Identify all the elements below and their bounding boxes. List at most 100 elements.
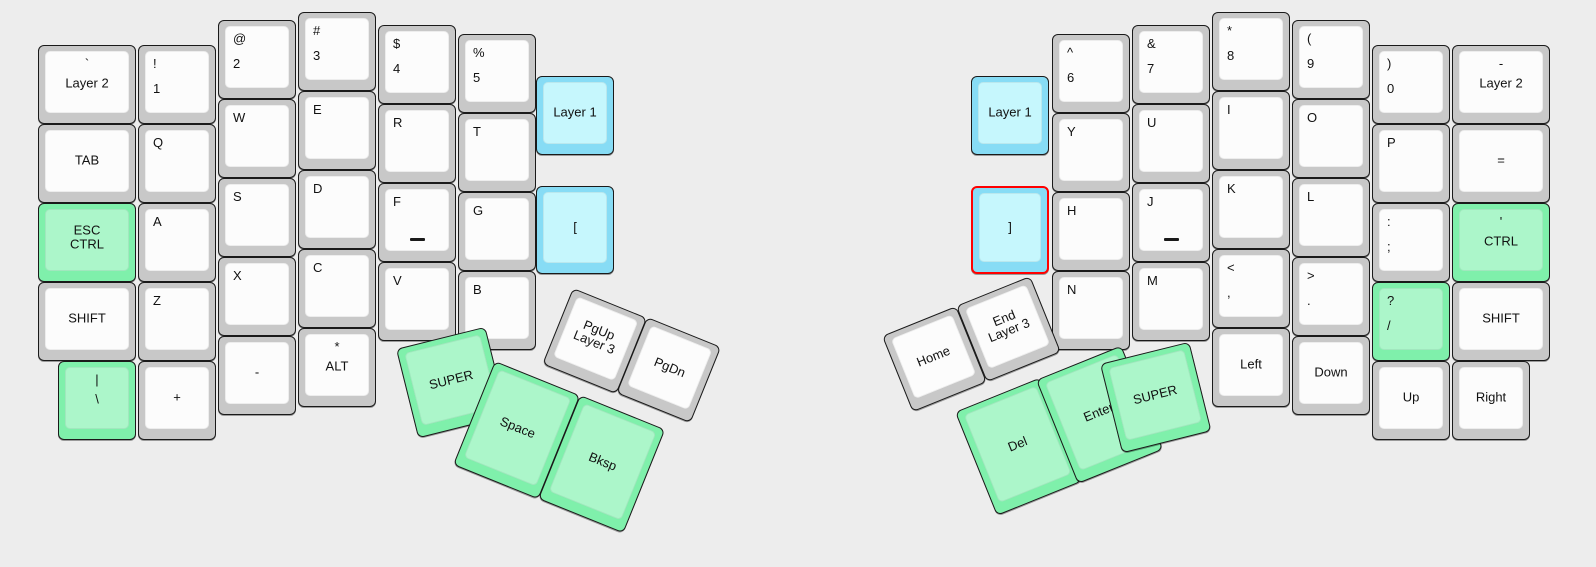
key-r-n[interactable]: N (1052, 271, 1130, 350)
keycap: 'CTRL (1459, 209, 1543, 271)
key-l-5[interactable]: %5 (458, 34, 536, 113)
key-l-lbracket[interactable]: [ (536, 186, 614, 274)
key-legend-main: SHIFT (68, 310, 106, 326)
key-r-period[interactable]: >. (1292, 257, 1370, 336)
key-legend-main: Right (1475, 389, 1507, 405)
key-r-right[interactable]: Right (1452, 361, 1530, 440)
key-l-layer2[interactable]: `Layer 2 (38, 45, 136, 124)
key-r-h[interactable]: H (1052, 192, 1130, 271)
key-r-8[interactable]: *8 (1212, 12, 1290, 91)
key-legend-main: N (1067, 282, 1077, 297)
key-legend-main: A (153, 214, 162, 229)
key-legend-main: 4 (393, 61, 401, 76)
key-r-ctrl[interactable]: 'CTRL (1452, 203, 1550, 282)
key-r-9[interactable]: (9 (1292, 20, 1370, 99)
key-legend-main: Del (1005, 432, 1030, 455)
key-legend-main: F (393, 194, 401, 209)
key-l-w[interactable]: W (218, 99, 296, 178)
key-l-shift[interactable]: SHIFT (38, 282, 136, 361)
key-l-g[interactable]: G (458, 192, 536, 271)
keycap: SHIFT (45, 288, 129, 350)
key-r-k[interactable]: K (1212, 170, 1290, 249)
keycap: K (1219, 176, 1283, 238)
key-l-z[interactable]: Z (138, 282, 216, 361)
key-legend-top: ) (1387, 56, 1392, 71)
keycap: P (1379, 130, 1443, 192)
keycap: F (385, 189, 449, 251)
keycap: Layer 1 (978, 82, 1042, 144)
key-r-layer2[interactable]: -Layer 2 (1452, 45, 1550, 124)
key-l-a[interactable]: A (138, 203, 216, 282)
key-r-0[interactable]: )0 (1372, 45, 1450, 124)
key-r-layer1[interactable]: Layer 1 (971, 76, 1049, 155)
key-legend-main: PgDn (652, 353, 688, 380)
key-l-3[interactable]: #3 (298, 12, 376, 91)
keycap: O (1299, 105, 1363, 167)
key-legend-main: = (1497, 152, 1505, 168)
key-r-slash[interactable]: ?/ (1372, 282, 1450, 361)
key-r-up[interactable]: Up (1372, 361, 1450, 440)
key-l-pipe[interactable]: |\ (58, 361, 136, 440)
key-l-x[interactable]: X (218, 257, 296, 336)
key-legend-main: - (254, 364, 260, 380)
key-r-shift[interactable]: SHIFT (1452, 282, 1550, 361)
key-legend-main: J (1147, 194, 1154, 209)
key-r-6[interactable]: ^6 (1052, 34, 1130, 113)
key-l-r[interactable]: R (378, 104, 456, 183)
keycap: C (305, 255, 369, 317)
key-l-e[interactable]: E (298, 91, 376, 170)
key-r-y[interactable]: Y (1052, 113, 1130, 192)
keycap: E (305, 97, 369, 159)
key-l-q[interactable]: Q (138, 124, 216, 203)
key-r-7[interactable]: &7 (1132, 25, 1210, 104)
key-legend-main: Layer 2 (1479, 75, 1523, 91)
key-l-alt[interactable]: *ALT (298, 328, 376, 407)
key-l-t[interactable]: T (458, 113, 536, 192)
key-legend-main: 0 (1387, 81, 1395, 96)
key-r-o[interactable]: O (1292, 99, 1370, 178)
key-l-4[interactable]: $4 (378, 25, 456, 104)
key-r-i[interactable]: I (1212, 91, 1290, 170)
keycap: |\ (65, 367, 129, 429)
key-r-p[interactable]: P (1372, 124, 1450, 203)
keycap: !1 (145, 51, 209, 113)
key-legend-main: E (313, 102, 322, 117)
keycap: G (465, 198, 529, 260)
key-l-f[interactable]: F (378, 183, 456, 262)
key-r-rbracket[interactable]: ] (971, 186, 1049, 274)
key-legend-main: Q (153, 135, 164, 150)
key-legend-main: 9 (1307, 56, 1315, 71)
key-legend-top: ( (1307, 31, 1312, 46)
key-r-j[interactable]: J (1132, 183, 1210, 262)
key-l-minus[interactable]: - (218, 336, 296, 415)
key-legend-main: Down (1314, 364, 1348, 380)
keycap: SHIFT (1459, 288, 1543, 350)
key-r-down[interactable]: Down (1292, 336, 1370, 415)
key-r-left[interactable]: Left (1212, 328, 1290, 407)
key-r-comma[interactable]: <, (1212, 249, 1290, 328)
key-r-semi[interactable]: :; (1372, 203, 1450, 282)
key-l-c[interactable]: C (298, 249, 376, 328)
key-legend-top: $ (393, 36, 401, 51)
key-legend-top: ! (153, 56, 157, 71)
key-l-plus[interactable]: + (138, 361, 216, 440)
key-r-l[interactable]: L (1292, 178, 1370, 257)
key-l-2[interactable]: @2 (218, 20, 296, 99)
key-l-s[interactable]: S (218, 178, 296, 257)
keycap: Down (1299, 342, 1363, 404)
keycap: N (1059, 277, 1123, 339)
keycap: W (225, 105, 289, 167)
key-l-1[interactable]: !1 (138, 45, 216, 124)
key-l-v[interactable]: V (378, 262, 456, 341)
key-legend-main: W (233, 110, 246, 125)
key-l-layer1[interactable]: Layer 1 (536, 76, 614, 155)
key-legend-main: G (473, 203, 484, 218)
key-r-m[interactable]: M (1132, 262, 1210, 341)
key-l-tab[interactable]: TAB (38, 124, 136, 203)
key-l-d[interactable]: D (298, 170, 376, 249)
keycap: @2 (225, 26, 289, 88)
key-r-equals[interactable]: = (1452, 124, 1550, 203)
key-r-u[interactable]: U (1132, 104, 1210, 183)
